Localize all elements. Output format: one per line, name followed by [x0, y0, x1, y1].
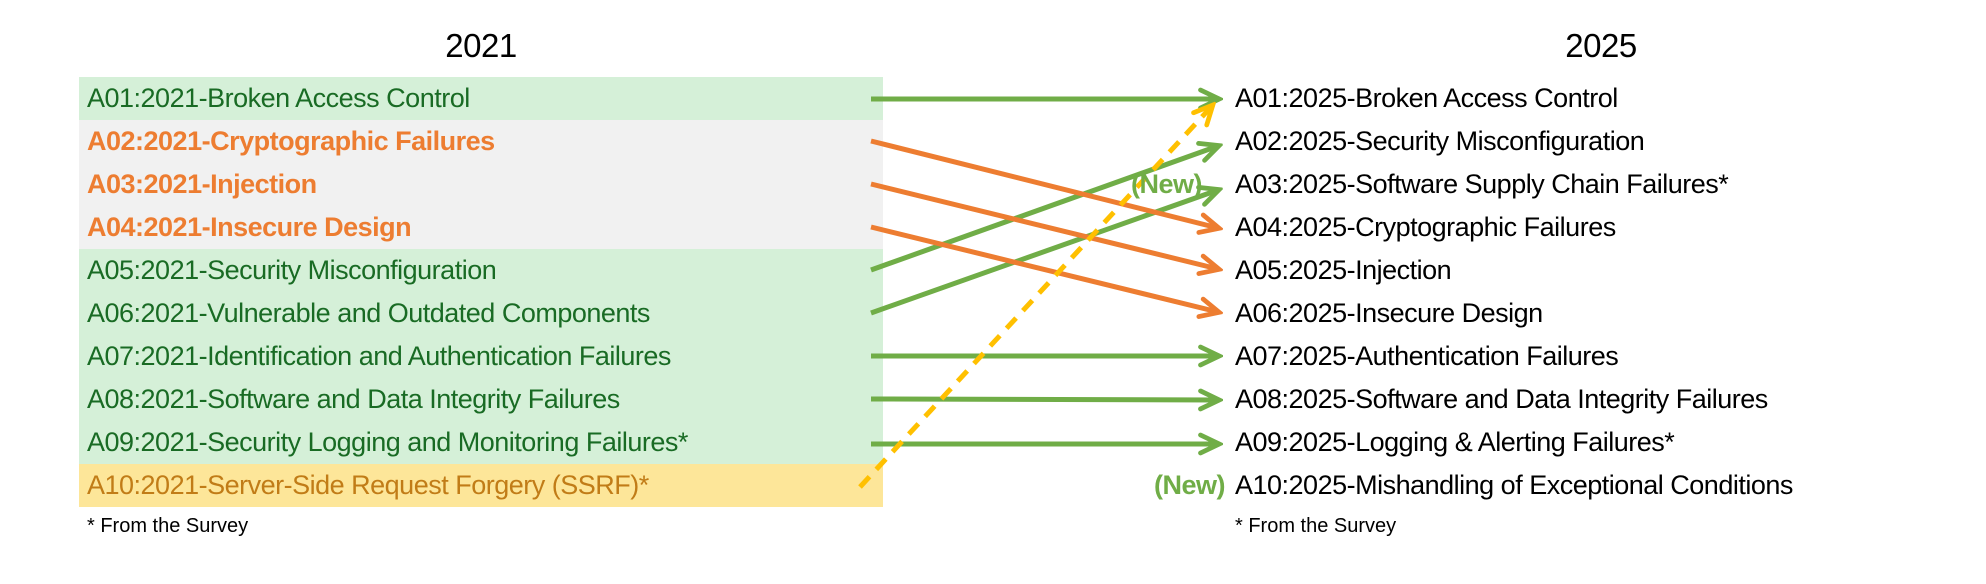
row-a08-2025: A08:2025-Software and Data Integrity Fai…: [1235, 378, 1985, 421]
row-a07-2025: A07:2025-Authentication Failures: [1235, 335, 1985, 378]
row-a07-2021: A07:2021-Identification and Authenticati…: [79, 335, 883, 378]
row-a09-2021: A09:2021-Security Logging and Monitoring…: [79, 421, 883, 464]
row-a04-2025: A04:2025-Cryptographic Failures: [1235, 206, 1985, 249]
arrow-a04-2021-to-a06-2025: [870, 224, 1218, 312]
left-column-title-2021: 2021: [445, 27, 517, 64]
row-label-a07-2025: A07:2025-Authentication Failures: [1235, 341, 1619, 371]
arrow-a08-2021-to-a08-2025: [870, 399, 1218, 400]
row-label-a02-2021: A02:2021-Cryptographic Failures: [87, 126, 495, 156]
row-a01-2021: A01:2021-Broken Access Control: [79, 77, 883, 120]
row-a09-2025: A09:2025-Logging & Alerting Failures*: [1235, 421, 1985, 464]
new-label-a03-2025: (New): [1131, 169, 1203, 199]
new-label-a10-2025: (New): [1154, 470, 1226, 500]
row-label-a01-2025: A01:2025-Broken Access Control: [1235, 83, 1618, 113]
left-footnote: * From the Survey: [87, 515, 249, 537]
right-column-title-2025: 2025: [1565, 27, 1637, 64]
row-label-a02-2025: A02:2025-Security Misconfiguration: [1235, 126, 1645, 156]
row-label-a08-2025: A08:2025-Software and Data Integrity Fai…: [1235, 384, 1768, 414]
row-label-a04-2025: A04:2025-Cryptographic Failures: [1235, 212, 1616, 242]
arrow-a06-2021-to-a03-2025: [870, 190, 1218, 316]
row-a06-2025: A06:2025-Insecure Design: [1235, 292, 1985, 335]
row-a06-2021: A06:2021-Vulnerable and Outdated Compone…: [79, 292, 883, 335]
row-label-a06-2025: A06:2025-Insecure Design: [1235, 298, 1543, 328]
row-label-a07-2021: A07:2021-Identification and Authenticati…: [87, 341, 671, 371]
row-a02-2025: A02:2025-Security Misconfiguration: [1235, 120, 1985, 163]
row-label-a03-2021: A03:2021-Injection: [87, 169, 317, 199]
row-label-a01-2021: A01:2021-Broken Access Control: [87, 83, 470, 113]
row-a10-2025: A10:2025-Mishandling of Exceptional Cond…: [1235, 464, 1985, 507]
row-label-a05-2025: A05:2025-Injection: [1235, 255, 1452, 285]
row-label-a08-2021: A08:2021-Software and Data Integrity Fai…: [87, 384, 620, 414]
row-a10-2021: A10:2021-Server-Side Request Forgery (SS…: [79, 464, 883, 507]
row-label-a09-2025: A09:2025-Logging & Alerting Failures*: [1235, 427, 1675, 457]
row-a08-2021: A08:2021-Software and Data Integrity Fai…: [79, 378, 883, 421]
right-footnote: * From the Survey: [1235, 515, 1397, 537]
row-a03-2025: A03:2025-Software Supply Chain Failures*: [1235, 163, 1985, 206]
row-a01-2025: A01:2025-Broken Access Control: [1235, 77, 1985, 120]
row-label-a03-2025: A03:2025-Software Supply Chain Failures*: [1235, 169, 1729, 199]
row-label-a05-2021: A05:2021-Security Misconfiguration: [87, 255, 497, 285]
row-a05-2021: A05:2021-Security Misconfiguration: [79, 249, 883, 292]
row-a02-2021: A02:2021-Cryptographic Failures: [79, 120, 883, 163]
row-a03-2021: A03:2021-Injection: [79, 163, 883, 206]
row-a04-2021: A04:2021-Insecure Design: [79, 206, 883, 249]
row-label-a09-2021: A09:2021-Security Logging and Monitoring…: [87, 427, 688, 457]
row-label-a10-2021: A10:2021-Server-Side Request Forgery (SS…: [87, 470, 649, 500]
row-label-a06-2021: A06:2021-Vulnerable and Outdated Compone…: [87, 298, 650, 328]
row-label-a04-2021: A04:2021-Insecure Design: [87, 212, 412, 242]
row-a05-2025: A05:2025-Injection: [1235, 249, 1985, 292]
row-label-a10-2025: A10:2025-Mishandling of Exceptional Cond…: [1235, 470, 1793, 500]
